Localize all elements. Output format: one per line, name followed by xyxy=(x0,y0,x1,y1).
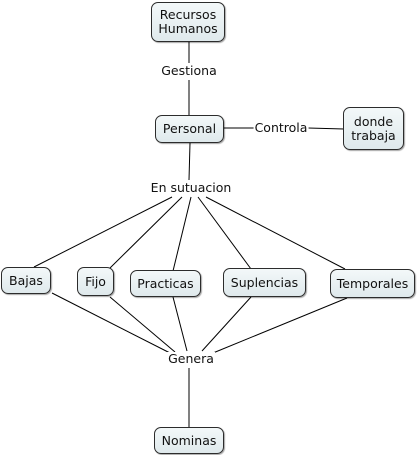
link-situacion-practicas xyxy=(172,196,192,272)
phrase-controla[interactable]: Controla xyxy=(253,120,309,135)
link-situacion-fijo xyxy=(109,196,183,269)
concept-temporales[interactable]: Temporales xyxy=(330,269,415,298)
link-situacion-temporales xyxy=(205,196,346,270)
link-suplencias-genera xyxy=(201,296,252,352)
link-fijo-genera xyxy=(109,296,176,353)
phrase-en-situacion[interactable]: En sutuacion xyxy=(149,180,233,195)
link-controla-donde xyxy=(307,127,345,130)
concept-practicas[interactable]: Practicas xyxy=(130,270,201,297)
concept-bajas[interactable]: Bajas xyxy=(1,267,51,294)
concept-nominas[interactable]: Nominas xyxy=(154,427,224,454)
concept-fijo[interactable]: Fijo xyxy=(77,267,114,296)
link-temporales-genera xyxy=(212,297,348,354)
link-personal-situacion xyxy=(188,142,191,181)
concept-suplencias[interactable]: Suplencias xyxy=(223,268,306,297)
phrase-genera[interactable]: Genera xyxy=(167,351,215,366)
link-practicas-genera xyxy=(172,296,188,352)
link-bajas-genera xyxy=(51,292,171,354)
link-situacion-suplencias xyxy=(197,196,252,270)
concept-personal[interactable]: Personal xyxy=(155,115,224,143)
concept-donde-trabaja[interactable]: donde trabaja xyxy=(343,107,404,150)
concept-recursos-humanos[interactable]: Recursos Humanos xyxy=(151,2,225,42)
link-situacion-bajas xyxy=(33,196,173,268)
phrase-gestiona[interactable]: Gestiona xyxy=(160,63,218,78)
